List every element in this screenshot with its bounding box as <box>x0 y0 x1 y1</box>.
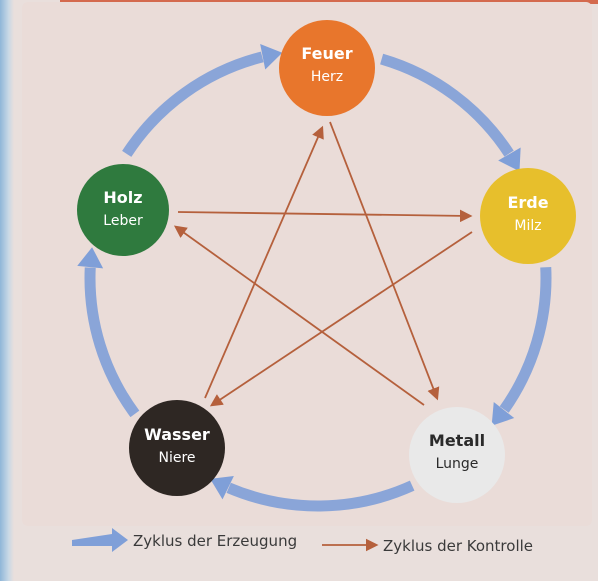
generation-arrowhead-erde <box>498 147 521 172</box>
node-wasser: Wasser Niere <box>129 400 225 496</box>
control-arrow-holz-to-erde <box>177 209 473 223</box>
erde-subtitle: Milz <box>514 218 541 234</box>
generation-arrow-metall-to-wasser <box>226 480 415 512</box>
legend-generation-label: Zyklus der Erzeugung <box>133 532 297 550</box>
generation-arrowhead-holz <box>77 247 104 269</box>
generation-arrowhead-metall <box>491 402 515 426</box>
control-cycle-arrows <box>173 121 473 407</box>
node-erde: Erde Milz <box>480 168 576 264</box>
page-edge <box>0 0 14 581</box>
generation-arrow-holz-to-feuer <box>122 51 264 157</box>
legend: Zyklus der Erzeugung Zyklus der Kontroll… <box>72 528 533 555</box>
metall-circle <box>409 407 505 503</box>
generation-arrow-feuer-to-erde <box>380 53 514 157</box>
feuer-title: Feuer <box>301 44 352 63</box>
metall-title: Metall <box>429 431 485 450</box>
erde-circle <box>480 168 576 264</box>
generation-arrowhead-wasser <box>210 475 234 500</box>
generation-cycle-arrows <box>77 43 552 512</box>
legend-control-label: Zyklus der Kontrolle <box>383 537 533 555</box>
generation-arrow-wasser-to-holz <box>84 267 140 418</box>
metall-subtitle: Lunge <box>436 456 479 472</box>
control-arrow-feuer-to-metall <box>329 121 440 401</box>
wasser-circle <box>129 400 225 496</box>
node-holz: Holz Leber <box>77 164 169 256</box>
feuer-subtitle: Herz <box>311 69 343 85</box>
generation-legend-arrow-icon <box>72 528 128 552</box>
control-arrow-erde-to-wasser <box>209 231 473 407</box>
node-feuer: Feuer Herz <box>279 20 375 116</box>
node-metall: Metall Lunge <box>409 407 505 503</box>
holz-circle <box>77 164 169 256</box>
holz-title: Holz <box>103 188 142 207</box>
feuer-circle <box>279 20 375 116</box>
erde-title: Erde <box>507 193 548 212</box>
control-arrow-metall-to-holz <box>173 225 425 406</box>
wasser-subtitle: Niere <box>158 450 195 466</box>
holz-subtitle: Leber <box>103 213 143 229</box>
control-arrow-wasser-to-feuer <box>204 125 324 399</box>
wasser-title: Wasser <box>144 425 210 444</box>
generation-arrow-erde-to-metall <box>499 267 552 413</box>
generation-arrowhead-feuer <box>260 43 283 70</box>
